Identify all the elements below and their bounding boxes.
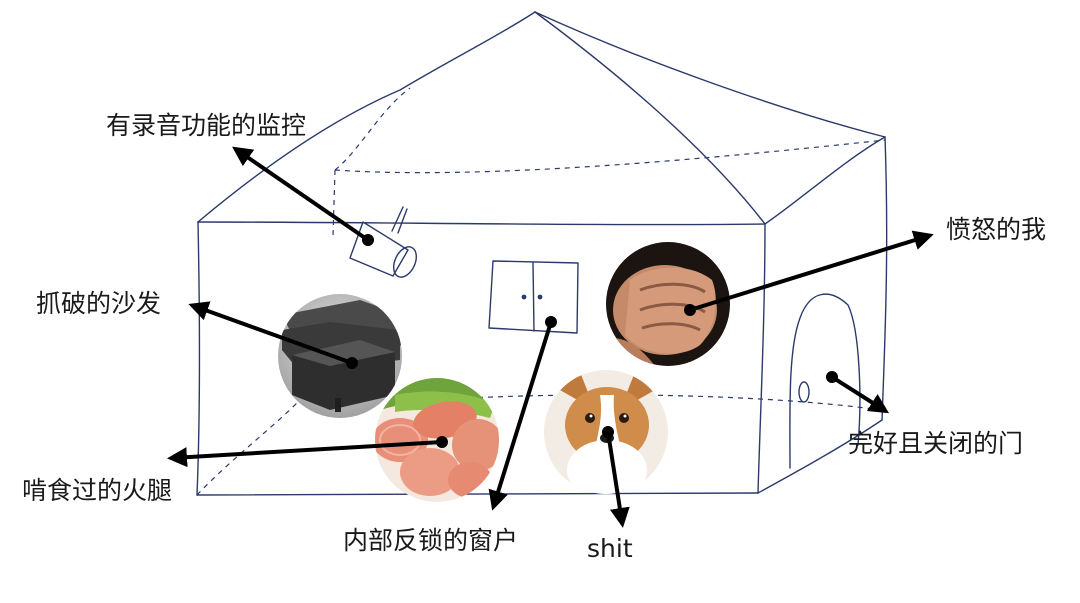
sofa-photo [278,294,402,418]
window-latch-dot [537,294,543,300]
window-latch-dot [521,294,527,300]
label-ham: 啃食过的火腿 [22,476,173,505]
fist-photo [606,242,730,366]
arrow-ham [167,440,444,468]
label-angry-me: 愤怒的我 [946,215,1047,244]
arrow-sofa [188,301,354,365]
label-camera: 有录音功能的监控 [106,111,307,140]
label-sofa: 抓破的沙发 [36,289,162,318]
label-dog: shit [587,534,633,563]
label-window: 内部反锁的窗户 [343,526,519,555]
arrows [167,146,934,528]
house-hidden-edges [196,87,886,496]
ham-photo [375,378,499,502]
arrow-door [830,375,890,414]
arrow-window [488,320,553,511]
arrow-fist [688,230,934,312]
arrow-origin-dots [346,234,838,448]
arrow-camera [232,146,370,242]
label-door: 完好且关闭的门 [848,429,1024,458]
arrow-dog [606,430,630,528]
house-sketch [196,11,888,497]
